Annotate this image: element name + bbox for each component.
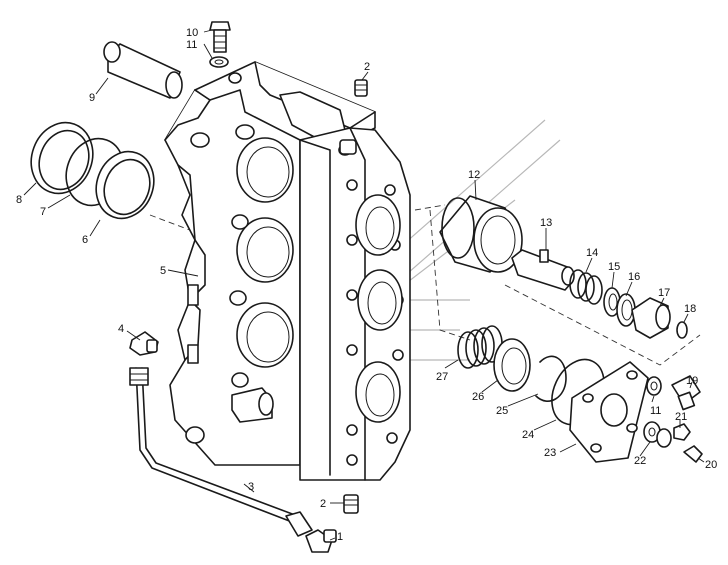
spring-27 (457, 325, 503, 369)
callout-17: 17 (658, 287, 670, 299)
callout-21: 21 (675, 411, 687, 423)
washer-22 (643, 421, 672, 448)
callout-14: 14 (586, 247, 598, 259)
plug-2-top (354, 79, 368, 97)
callout-25: 25 (496, 405, 508, 417)
callout-18: 18 (684, 303, 696, 315)
bolt-19 (671, 375, 701, 411)
callout-19: 19 (686, 375, 698, 387)
piston-26 (493, 338, 531, 392)
seal-ring-8 (30, 121, 94, 195)
pin-9 (103, 41, 183, 99)
washer-11-right (646, 376, 662, 396)
callout-2-bottom: 2 (320, 498, 326, 510)
assembly-guide-lines (149, 169, 701, 366)
callout-20: 20 (705, 459, 717, 471)
callout-6: 6 (82, 234, 88, 246)
elbow-fitting-1 (305, 529, 337, 553)
cap-nut-20 (683, 445, 703, 463)
callout-3: 3 (248, 481, 254, 493)
callout-11-right: 11 (650, 405, 661, 417)
callout-8: 8 (16, 194, 22, 206)
callout-4: 4 (118, 323, 124, 335)
ring-18 (676, 321, 688, 339)
brake-pipe-3 (129, 367, 313, 537)
bolt-10 (209, 21, 231, 53)
callout-15: 15 (608, 261, 620, 273)
cover-plate-23 (569, 361, 649, 463)
callout-1: 1 (337, 531, 343, 543)
callout-labels: 10 11 9 8 7 6 5 4 3 2 1 2 12 13 14 15 16… (16, 27, 717, 543)
callout-27: 27 (436, 371, 448, 383)
spring-14 (569, 269, 603, 305)
circlip-25 (535, 355, 567, 402)
nut-21 (673, 423, 691, 441)
leader-lines (23, 29, 705, 541)
callout-23: 23 (544, 447, 556, 459)
callout-13: 13 (540, 217, 552, 229)
callout-10: 10 (186, 27, 198, 39)
callout-5: 5 (160, 265, 166, 277)
caliper-body (164, 61, 376, 466)
callout-7: 7 (40, 206, 46, 218)
callout-24: 24 (522, 429, 534, 441)
callout-12: 12 (468, 169, 480, 181)
callout-22: 22 (634, 455, 646, 467)
caliper-front-plate (299, 127, 411, 481)
piston-rod-13 (511, 249, 575, 291)
callout-9: 9 (89, 92, 95, 104)
callout-26: 26 (472, 391, 484, 403)
washer-11-top (209, 56, 229, 68)
seal-ring-6 (95, 150, 155, 220)
cap-17 (631, 297, 671, 339)
sleeve-12 (439, 195, 523, 273)
callout-11-top: 11 (186, 39, 197, 51)
plug-2-bottom (343, 494, 359, 514)
callout-16: 16 (628, 271, 640, 283)
callout-2-top: 2 (364, 61, 370, 73)
